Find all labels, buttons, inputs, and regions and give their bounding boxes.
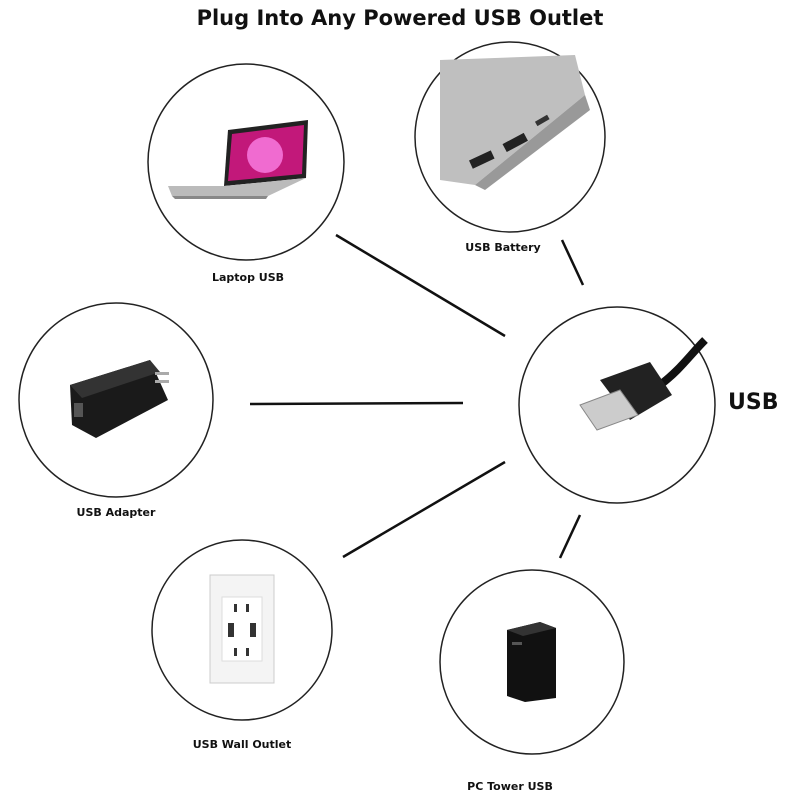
pc-circle [439, 569, 625, 755]
pc-tower-icon [507, 622, 556, 702]
connector-battery [560, 239, 585, 286]
usb-plug-icon [579, 337, 708, 431]
battery-circle [414, 41, 606, 233]
connector-lines [249, 233, 585, 559]
connector-laptop [335, 233, 506, 338]
power-bank-icon [440, 55, 590, 190]
outlet-circle [151, 539, 333, 721]
page-title: Plug Into Any Powered USB Outlet [196, 6, 604, 30]
usb-circle [518, 306, 716, 504]
source-label-outlet: USB Wall Outlet [192, 738, 292, 751]
connector-pc [558, 514, 582, 559]
adapter-circle [18, 302, 214, 498]
connector-adapter [249, 401, 464, 406]
connector-outlet [342, 460, 506, 559]
wall-adapter-icon [70, 360, 169, 438]
source-label-battery: USB Battery [465, 241, 541, 254]
laptop-icon [168, 120, 308, 199]
source-label-pc: PC Tower USB [467, 780, 553, 793]
wall-outlet-icon [209, 574, 275, 684]
usb-label: USB [728, 390, 779, 415]
source-label-laptop: Laptop USB [211, 271, 285, 284]
source-label-adapter: USB Adapter [76, 506, 156, 519]
laptop-circle [147, 63, 345, 261]
